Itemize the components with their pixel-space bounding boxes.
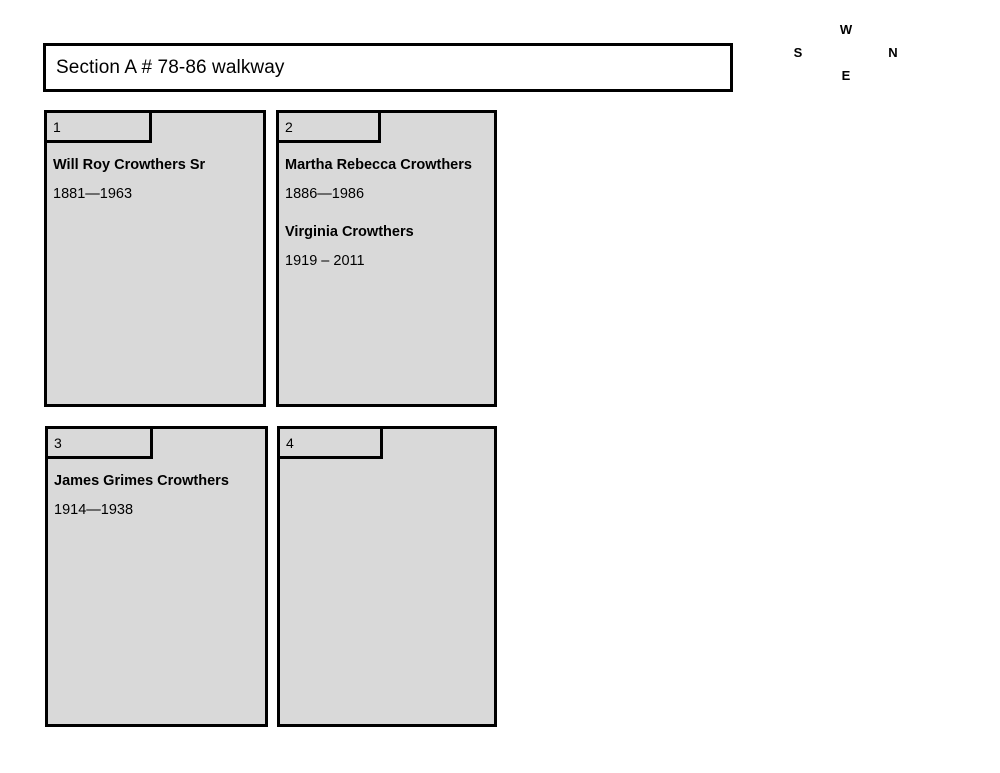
burial-dates: 1914—1938 (54, 501, 134, 518)
burial-name: Martha Rebecca Crowthers (285, 157, 472, 173)
burial-name: James Grimes Crowthers (54, 473, 229, 489)
plot-number-badge: 3 (45, 426, 153, 459)
compass-direction-right: N (888, 45, 898, 60)
burial-name: Will Roy Crowthers Sr (53, 157, 206, 173)
burial-entry: Martha Rebecca Crowthers 1886—1986 (285, 157, 486, 203)
page-title: Section A # 78-86 walkway (56, 57, 285, 78)
plot-entries: Martha Rebecca Crowthers 1886—1986 Virgi… (279, 146, 494, 270)
plot-cell-1[interactable]: 1 Will Roy Crowthers Sr 1881—1963 (44, 110, 266, 407)
section-title-box: Section A # 78-86 walkway (43, 43, 733, 92)
plot-number-label: 1 (53, 118, 61, 135)
plot-number-label: 2 (285, 118, 293, 135)
plot-entries (280, 462, 494, 474)
plot-cell-2[interactable]: 2 Martha Rebecca Crowthers 1886—1986 Vir… (276, 110, 497, 407)
compass-direction-top: W (839, 22, 853, 37)
plot-number-badge: 4 (277, 426, 383, 459)
compass-rose: W S N E (778, 18, 918, 90)
burial-entry: Virginia Crowthers 1919 – 2011 (285, 223, 486, 270)
plot-cell-3[interactable]: 3 James Grimes Crowthers 1914—1938 (45, 426, 268, 727)
plot-number-label: 3 (54, 434, 62, 451)
burial-name: Virginia Crowthers (285, 223, 414, 240)
plot-entries: James Grimes Crowthers 1914—1938 (48, 462, 265, 519)
plot-number-badge: 2 (276, 110, 381, 143)
plot-cell-4[interactable]: 4 (277, 426, 497, 727)
burial-entry: Will Roy Crowthers Sr 1881—1963 (53, 157, 255, 203)
burial-dates: 1881—1963 (53, 185, 133, 202)
burial-dates: 1919 – 2011 (285, 252, 365, 269)
plot-entries: Will Roy Crowthers Sr 1881—1963 (47, 146, 263, 203)
plot-number-badge: 1 (44, 110, 152, 143)
burial-dates: 1886—1986 (285, 185, 365, 202)
burial-entry: James Grimes Crowthers 1914—1938 (54, 473, 257, 519)
compass-direction-bottom: E (841, 68, 851, 83)
plot-number-label: 4 (286, 434, 294, 451)
compass-direction-left: S (793, 45, 803, 60)
